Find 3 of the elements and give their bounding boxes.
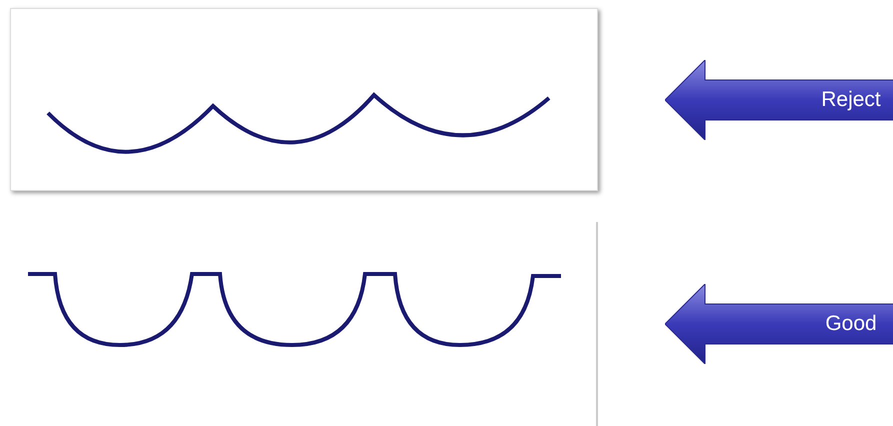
- picture-panel: [10, 8, 598, 191]
- arrow-label: Good: [825, 312, 877, 336]
- arrow-label: Reject: [821, 88, 881, 112]
